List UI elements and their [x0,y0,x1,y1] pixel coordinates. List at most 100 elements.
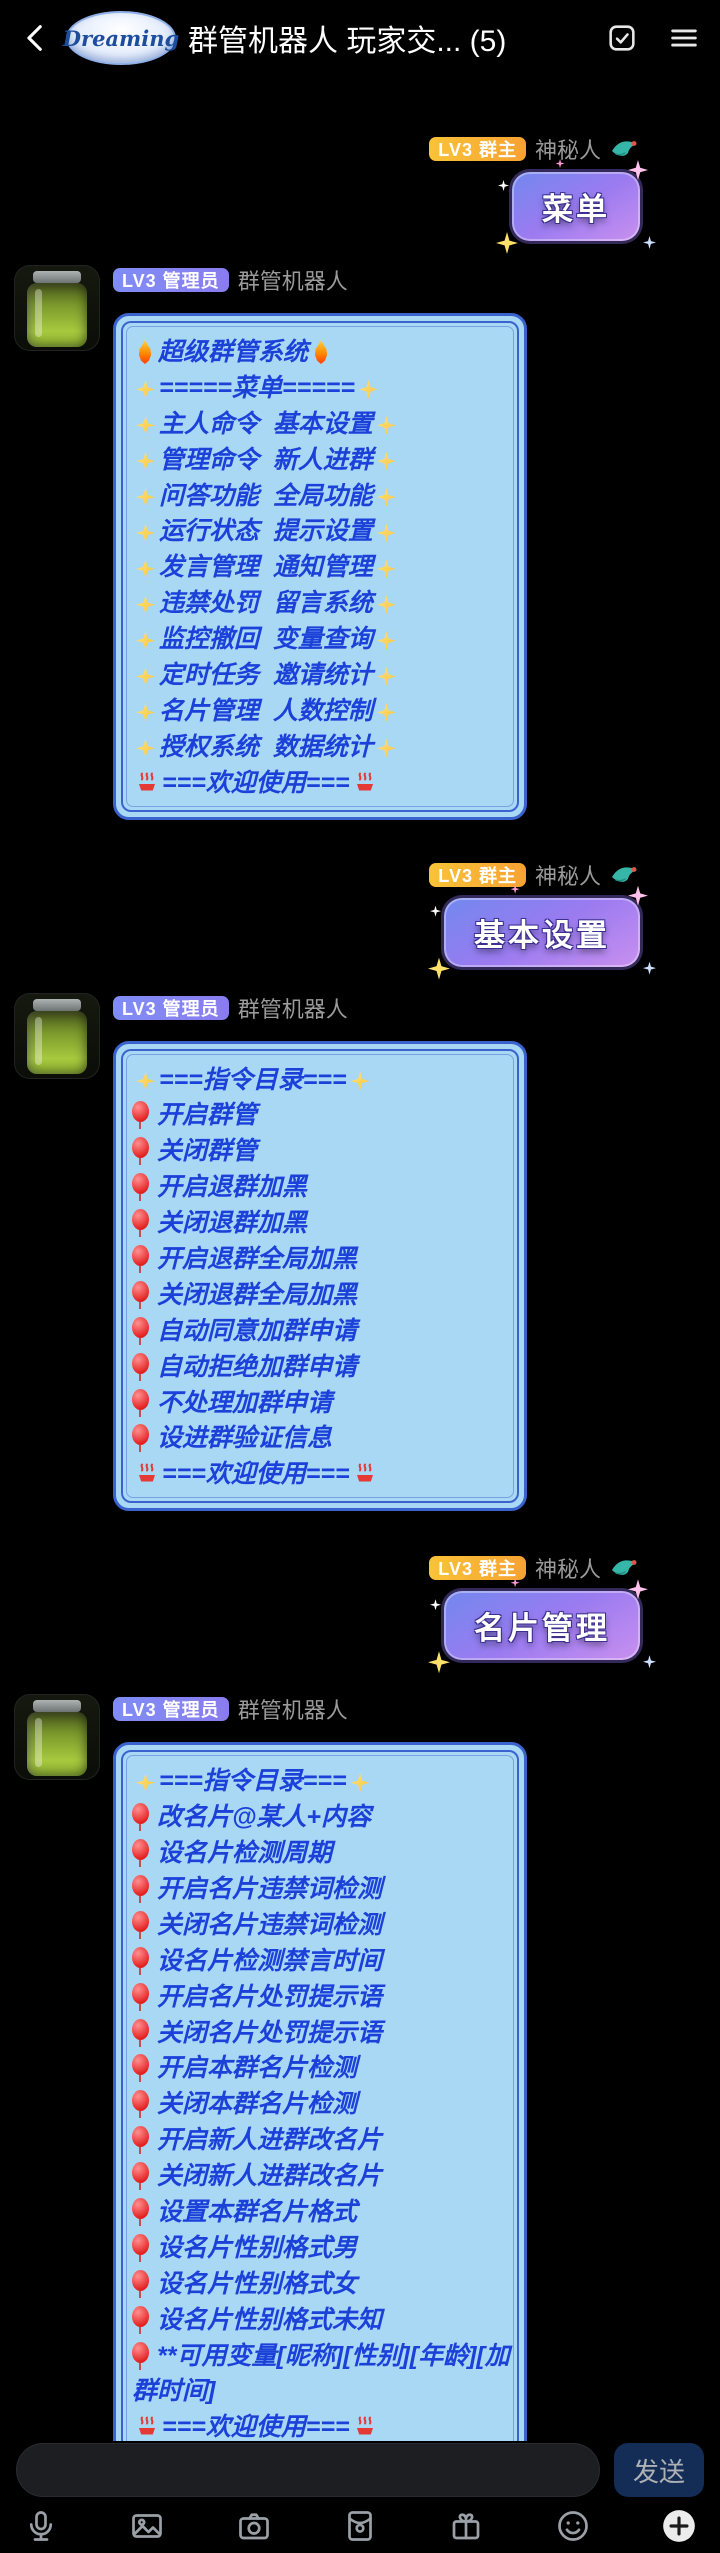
command-text: 开启新人进群改名片 [157,2126,383,2155]
command-text: ===指令目录=== [159,1065,347,1094]
hot-springs-icon [135,1461,159,1485]
command-line: 超级群管系统 [132,334,510,370]
command-text: 问答功能 全局功能 [159,481,373,510]
gift-icon[interactable] [447,2507,485,2545]
command-line: 设名片性别格式男 [132,2230,510,2266]
balloon-icon [132,2197,149,2226]
pickle-jar-avatar[interactable] [14,265,100,351]
command-text: 发言管理 通知管理 [159,553,373,582]
balloon-icon [132,1982,149,2011]
command-text: 设置本群名片格式 [157,2197,358,2226]
message-bubble[interactable]: 超级群管系统=====菜单=====主人命令 基本设置管理命令 新人进群问答功能… [113,313,527,820]
sparkles-icon [376,415,396,435]
jar-glint [34,289,42,338]
command-text: 改名片@某人+内容 [157,1803,371,1832]
message-bubble[interactable]: 菜单 [496,159,656,254]
balloon-icon [132,1316,149,1345]
sparkle-decoration [496,232,518,254]
emoji-icon[interactable] [554,2507,592,2545]
menu-icon[interactable] [666,20,702,56]
jar-lid [32,1700,82,1713]
sparkle-decoration [555,159,565,168]
jar-glint [34,1016,42,1065]
sparkles-icon [136,451,155,471]
command-line: =====菜单===== [132,370,510,406]
balloon-icon [132,2305,149,2334]
command-text: 关闭退群全局加黑 [157,1280,358,1309]
message-bubble[interactable]: ===指令目录===开启群管关闭群管开启退群加黑关闭退群加黑开启退群全局加黑关闭… [113,1040,527,1512]
hot-springs-icon [353,1461,377,1485]
command-line: 改名片@某人+内容 [132,1799,510,1835]
message-bubble[interactable]: ===指令目录===改名片@某人+内容设名片检测周期开启名片违禁词检测关闭名片违… [113,1742,527,2441]
balloon-icon [132,1173,149,1202]
composer-toolbar [0,2499,720,2553]
message-input[interactable] [16,2443,600,2497]
sparkle-decoration [430,905,441,917]
command-line: 开启名片处罚提示语 [132,1979,510,2015]
command-line: ===指令目录=== [132,1062,510,1098]
plus-icon[interactable] [660,2507,698,2545]
bird-icon [610,863,640,887]
sparkles-icon [359,379,378,399]
command-line: 自动拒绝加群申请 [132,1349,510,1385]
command-text: 管理命令 新人进群 [159,445,373,474]
send-button[interactable]: 发送 [614,2443,704,2497]
command-text: 设名片性别格式未知 [157,2305,383,2334]
command-line: 设名片性别格式未知 [132,2302,510,2338]
logo-text: Dreaming [62,25,180,51]
command-line: 开启群管 [132,1097,510,1133]
command-text: 自动同意加群申请 [157,1316,358,1345]
balloon-icon [132,1388,149,1417]
command-line: 开启新人进群改名片 [132,2122,510,2158]
message-outgoing: LV3 群主神秘人基本设置 [0,860,720,980]
jar-body [26,283,88,347]
message-incoming: LV3 管理员群管机器人超级群管系统=====菜单=====主人命令 基本设置管… [0,265,720,820]
command-text: 开启名片违禁词检测 [157,1874,383,1903]
command-line: 开启本群名片检测 [132,2050,510,2086]
sparkles-icon [350,1773,370,1793]
mic-icon[interactable] [22,2507,60,2545]
image-icon[interactable] [128,2507,166,2545]
command-text: 名片管理 人数控制 [159,696,373,725]
balloon-icon [132,1280,149,1309]
back-icon[interactable] [18,16,54,60]
balloon-icon [132,2090,149,2119]
command-text: ===欢迎使用=== [162,1460,350,1489]
message-bubble[interactable]: 基本设置 [428,884,656,980]
command-line: 关闭群管 [132,1133,510,1169]
sparkle-decoration [428,1651,450,1674]
command-line: 关闭本群名片检测 [132,2086,510,2122]
jar-lid [32,271,82,284]
sparkles-icon [136,415,155,435]
command-line: 名片管理 人数控制 [132,693,510,729]
sparkles-icon [136,631,155,651]
camera-icon[interactable] [235,2507,273,2545]
sparkles-icon [376,631,396,651]
bird-icon [610,137,640,161]
command-text: 设名片检测周期 [157,1838,333,1867]
command-line: ===欢迎使用=== [132,765,510,801]
sparkles-icon [376,738,396,758]
message-bubble[interactable]: 名片管理 [428,1578,656,1674]
command-text: 授权系统 数据统计 [159,732,373,761]
bubble-text: 基本设置 [474,917,610,953]
command-line: 不处理加群申请 [132,1385,510,1421]
command-text: 监控撤回 变量查询 [159,625,373,654]
sparkles-icon [136,1071,155,1091]
sparkles-icon [136,738,155,758]
level-badge: LV3 群主 [429,137,526,161]
sender-row: LV3 管理员群管机器人 [113,1694,348,1724]
command-line: 管理命令 新人进群 [132,442,510,478]
sparkles-icon [376,451,396,471]
command-text: 超级群管系统 [158,337,309,366]
jar-glint [34,1718,42,1767]
todo-check-icon[interactable] [604,20,640,56]
sparkles-icon [376,559,396,579]
red-packet-icon[interactable] [341,2507,379,2545]
sparkle-decoration [510,1578,520,1588]
pickle-jar-avatar[interactable] [14,992,100,1079]
sender-row: LV3 管理员群管机器人 [113,265,348,295]
sparkle-decoration [643,961,656,975]
pickle-jar-avatar[interactable] [14,1694,100,1781]
